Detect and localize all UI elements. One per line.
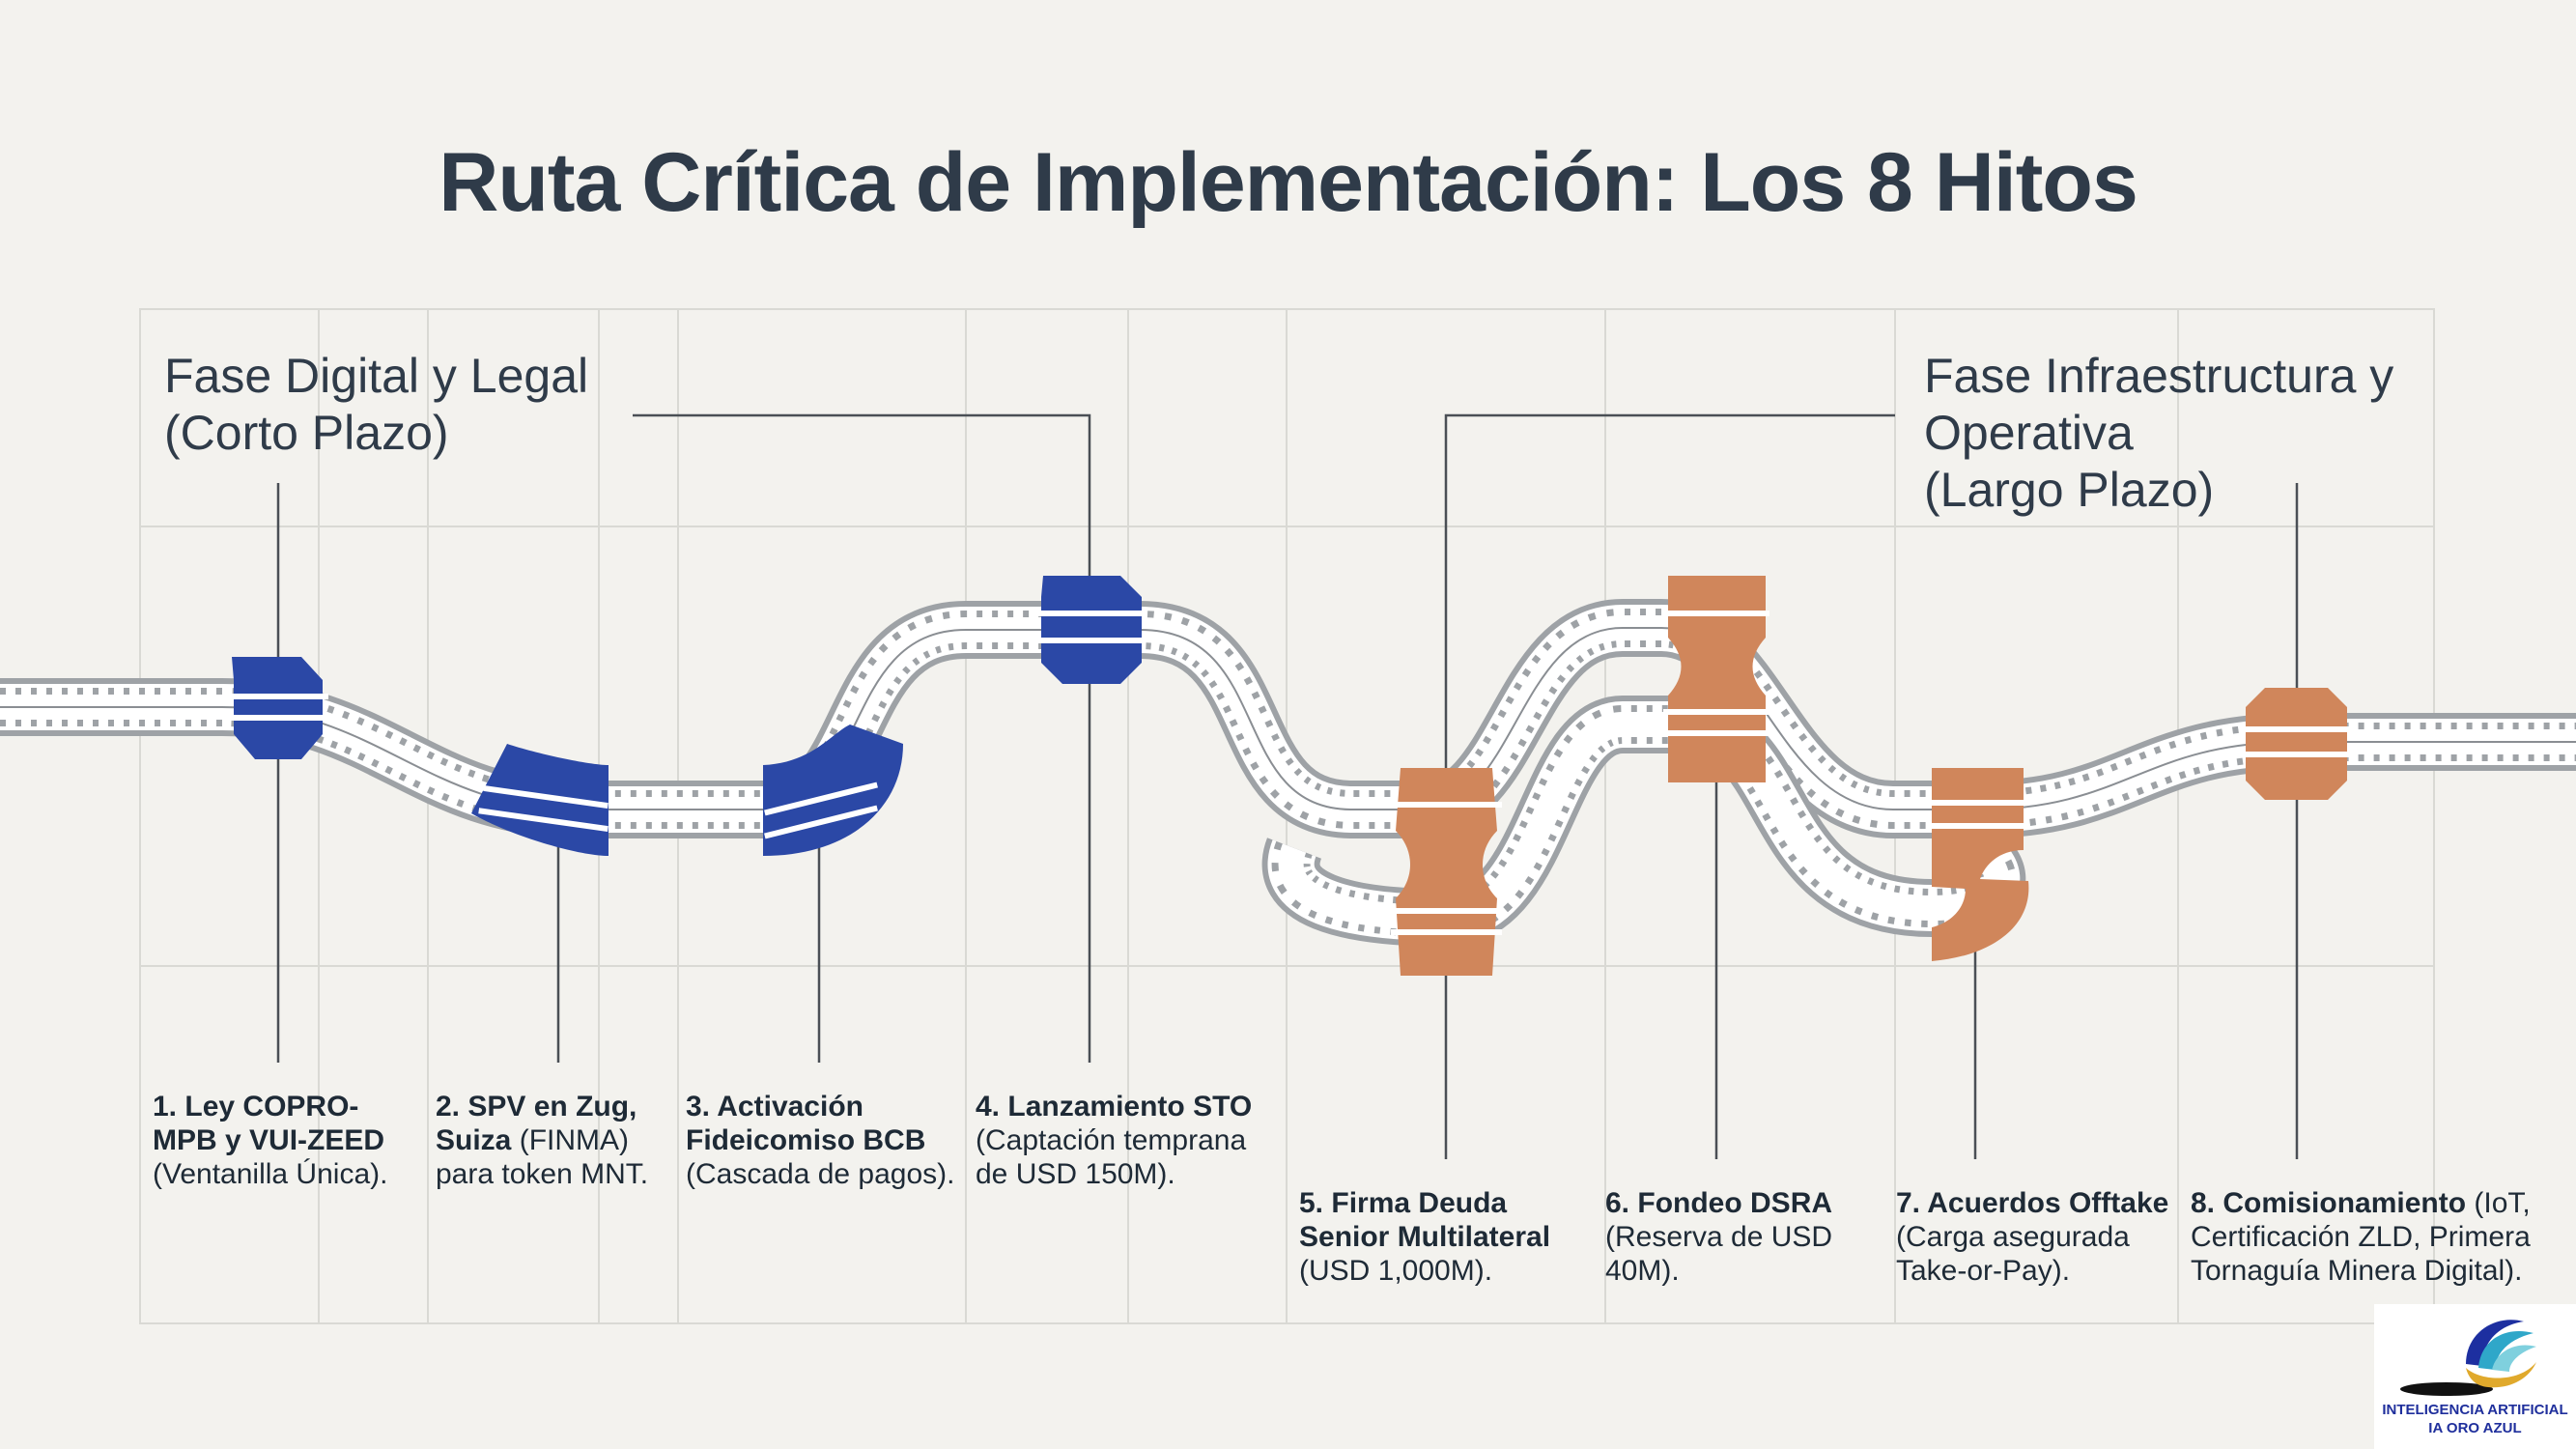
milestone-2-detail: (FINMA) para token MNT. bbox=[436, 1124, 649, 1190]
milestone-7-bold: Acuerdos Offtake bbox=[1927, 1187, 2169, 1219]
station-7-icon bbox=[1927, 768, 2029, 961]
milestone-6-number: 6. bbox=[1605, 1187, 1630, 1219]
milestone-1-bold: Ley COPRO-MPB y VUI-ZEED bbox=[153, 1091, 385, 1156]
logo: INTELIGENCIA ARTIFICIAL IA ORO AZUL bbox=[2374, 1304, 2576, 1449]
milestone-8-detail: (IoT, Certificación ZLD, Primera Tornagu… bbox=[2191, 1187, 2531, 1287]
station-3-icon bbox=[763, 724, 903, 856]
milestone-4-bold: Lanzamiento STO bbox=[1007, 1091, 1253, 1122]
milestone-7-detail: (Carga asegurada Take-or-Pay). bbox=[1896, 1221, 2130, 1287]
milestone-3-number: 3. bbox=[686, 1091, 711, 1122]
milestone-8: 8. Comisionamiento (IoT, Certificación Z… bbox=[2191, 1186, 2558, 1288]
railway-tracks bbox=[0, 599, 2576, 948]
station-8-icon bbox=[2241, 688, 2352, 800]
milestone-1: 1. Ley COPRO-MPB y VUI-ZEED (Ventanilla … bbox=[153, 1090, 423, 1191]
background-grid bbox=[139, 308, 2435, 1324]
main-track bbox=[0, 599, 2576, 838]
milestone-2-number: 2. bbox=[436, 1091, 461, 1122]
milestone-2-bold: SPV en Zug, Suiza bbox=[436, 1091, 637, 1156]
milestone-8-title: 8. Comisionamiento bbox=[2191, 1187, 2466, 1219]
milestone-1-number: 1. bbox=[153, 1091, 178, 1122]
milestone-4-detail: (Captación temprana de USD 150M). bbox=[976, 1124, 1247, 1190]
ia-oro-azul-logo-icon bbox=[2400, 1320, 2536, 1396]
milestone-7-number: 7. bbox=[1896, 1187, 1921, 1219]
milestone-7-title: 7. Acuerdos Offtake bbox=[1896, 1187, 2168, 1219]
milestone-4-number: 4. bbox=[976, 1091, 1001, 1122]
station-5-icon bbox=[1391, 768, 1502, 976]
milestone-3-title: 3. Activación Fideicomiso BCB bbox=[686, 1091, 925, 1156]
logo-text: INTELIGENCIA ARTIFICIAL IA ORO AZUL bbox=[2382, 1402, 2568, 1436]
milestone-3: 3. Activación Fideicomiso BCB (Cascada d… bbox=[686, 1090, 966, 1191]
milestone-5-number: 5. bbox=[1299, 1187, 1324, 1219]
milestone-5-detail: (USD 1,000M). bbox=[1299, 1255, 1493, 1287]
milestone-3-bold: Activación Fideicomiso BCB bbox=[686, 1091, 926, 1156]
milestone-1-detail: (Ventanilla Única). bbox=[153, 1158, 388, 1190]
phase-label-infrastructure: Fase Infraestructura y Operativa (Largo … bbox=[1924, 349, 2394, 517]
milestone-5-title: 5. Firma Deuda Senior Multilateral bbox=[1299, 1187, 1550, 1253]
station-6-icon bbox=[1663, 576, 1769, 782]
milestone-3-detail: (Cascada de pagos). bbox=[686, 1158, 955, 1190]
milestone-5: 5. Firma Deuda Senior Multilateral (USD … bbox=[1299, 1186, 1579, 1288]
secondary-track bbox=[1261, 696, 2026, 948]
milestone-1-title: 1. Ley COPRO-MPB y VUI-ZEED bbox=[153, 1091, 384, 1156]
milestone-6-detail: (Reserva de USD 40M). bbox=[1605, 1221, 1833, 1287]
milestone-6: 6. Fondeo DSRA (Reserva de USD 40M). bbox=[1605, 1186, 1866, 1288]
milestone-7: 7. Acuerdos Offtake (Carga asegurada Tak… bbox=[1896, 1186, 2171, 1288]
page-title: Ruta Crítica de Implementación: Los 8 Hi… bbox=[439, 136, 2138, 229]
milestone-stations bbox=[228, 576, 2352, 976]
milestone-8-number: 8. bbox=[2191, 1187, 2216, 1219]
milestone-5-bold: Firma Deuda Senior Multilateral bbox=[1299, 1187, 1551, 1253]
milestone-6-title: 6. Fondeo DSRA bbox=[1605, 1187, 1832, 1219]
station-2-icon bbox=[471, 744, 609, 856]
milestone-4: 4. Lanzamiento STO (Captación temprana d… bbox=[976, 1090, 1285, 1191]
milestone-4-title: 4. Lanzamiento STO bbox=[976, 1091, 1252, 1122]
milestone-6-bold: Fondeo DSRA bbox=[1637, 1187, 1833, 1219]
milestone-connectors bbox=[276, 413, 2299, 1159]
station-1-icon bbox=[228, 657, 328, 759]
milestone-8-bold: Comisionamiento bbox=[2222, 1187, 2467, 1219]
milestone-2: 2. SPV en Zug, Suiza (FINMA) para token … bbox=[436, 1090, 672, 1191]
milestone-2-title: 2. SPV en Zug, Suiza bbox=[436, 1091, 637, 1156]
phase-label-digital: Fase Digital y Legal (Corto Plazo) bbox=[164, 349, 589, 460]
station-4-icon bbox=[1037, 576, 1146, 684]
